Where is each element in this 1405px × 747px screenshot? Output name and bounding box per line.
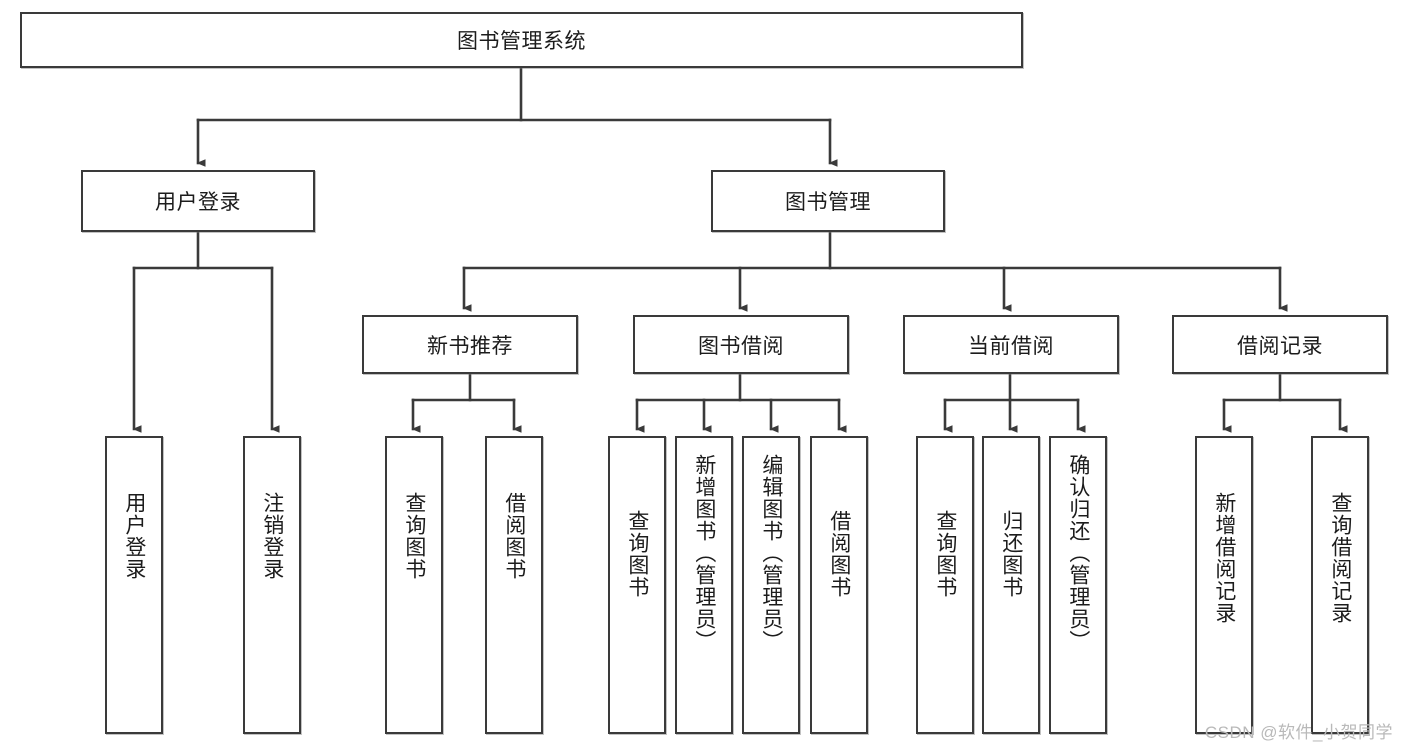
leaf-borrow-book-1-label: 借阅图书 <box>502 492 526 580</box>
leaf-edit-book-label: 编辑图书（管理员） <box>759 454 783 652</box>
leaf-query-book-2[interactable]: 查询图书 <box>608 436 666 734</box>
leaf-edit-book[interactable]: 编辑图书（管理员） <box>742 436 800 734</box>
leaf-return-book-label: 归还图书 <box>999 510 1023 598</box>
node-borrow-record-label: 借阅记录 <box>1237 334 1323 358</box>
node-new-book-recommend[interactable]: 新书推荐 <box>362 315 578 374</box>
node-book-borrow-label: 图书借阅 <box>698 334 784 358</box>
leaf-query-book-3[interactable]: 查询图书 <box>916 436 974 734</box>
node-user-login[interactable]: 用户登录 <box>81 170 315 232</box>
leaf-borrow-book-2[interactable]: 借阅图书 <box>810 436 868 734</box>
leaf-add-borrow-record[interactable]: 新增借阅记录 <box>1195 436 1253 734</box>
leaf-confirm-return[interactable]: 确认归还（管理员） <box>1049 436 1107 734</box>
leaf-query-book-1-label: 查询图书 <box>402 492 426 580</box>
leaf-query-book-1[interactable]: 查询图书 <box>385 436 443 734</box>
node-book-borrow[interactable]: 图书借阅 <box>633 315 849 374</box>
node-current-borrow-label: 当前借阅 <box>968 334 1054 358</box>
leaf-borrow-book-2-label: 借阅图书 <box>827 510 851 598</box>
node-book-manage[interactable]: 图书管理 <box>711 170 945 232</box>
leaf-confirm-return-label: 确认归还（管理员） <box>1066 454 1090 652</box>
node-root[interactable]: 图书管理系统 <box>20 12 1023 68</box>
leaf-query-book-2-label: 查询图书 <box>625 510 649 598</box>
leaf-add-borrow-record-label: 新增借阅记录 <box>1212 492 1236 624</box>
leaf-add-book[interactable]: 新增图书（管理员） <box>675 436 733 734</box>
node-borrow-record[interactable]: 借阅记录 <box>1172 315 1388 374</box>
node-user-login-label: 用户登录 <box>155 191 241 214</box>
leaf-borrow-book-1[interactable]: 借阅图书 <box>485 436 543 734</box>
node-root-label: 图书管理系统 <box>457 30 586 53</box>
leaf-query-borrow-record[interactable]: 查询借阅记录 <box>1311 436 1369 734</box>
node-current-borrow[interactable]: 当前借阅 <box>903 315 1119 374</box>
leaf-add-book-label: 新增图书（管理员） <box>692 454 716 652</box>
leaf-query-book-3-label: 查询图书 <box>933 510 957 598</box>
node-book-manage-label: 图书管理 <box>785 191 871 214</box>
leaf-query-borrow-record-label: 查询借阅记录 <box>1328 492 1352 624</box>
node-new-book-recommend-label: 新书推荐 <box>427 334 513 358</box>
leaf-return-book[interactable]: 归还图书 <box>982 436 1040 734</box>
leaf-logout[interactable]: 注销登录 <box>243 436 301 734</box>
leaf-user-login[interactable]: 用户登录 <box>105 436 163 734</box>
leaf-user-login-label: 用户登录 <box>122 492 146 580</box>
leaf-logout-label: 注销登录 <box>260 492 284 580</box>
